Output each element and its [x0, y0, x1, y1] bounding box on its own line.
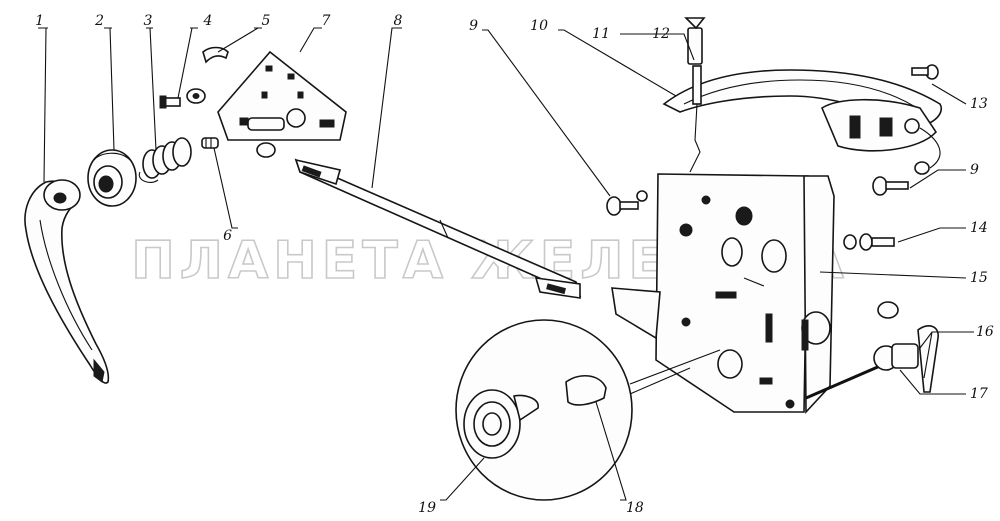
- inner-handle-part: [24, 179, 110, 384]
- callout-11: 11: [592, 26, 610, 42]
- callout-3: 3: [144, 13, 153, 29]
- callout-1: 1: [35, 13, 44, 29]
- screw-right-part: [911, 64, 939, 80]
- callout-7: 7: [322, 13, 331, 29]
- callout-9b: 9: [970, 162, 979, 178]
- callout-4: 4: [203, 13, 213, 29]
- leader-lines: [38, 27, 974, 501]
- rosette-part: [87, 149, 137, 207]
- callout-2: 2: [94, 13, 104, 29]
- callout-9a: 9: [469, 18, 478, 34]
- connecting-rod-part: [294, 158, 582, 299]
- callout-12: 12: [652, 26, 670, 42]
- callout-10: 10: [530, 18, 548, 34]
- spring-part: [138, 137, 192, 183]
- lock-body-part: [611, 173, 835, 415]
- callout-labels: 1 2 3 4 5 6 7 8 9 10 11 12 13 9 14 15 16…: [35, 13, 994, 516]
- mounting-plate-part: [217, 50, 347, 158]
- clip-part: [202, 46, 229, 64]
- bolt-part: [843, 233, 895, 251]
- callout-6: 6: [223, 228, 232, 244]
- callout-14: 14: [970, 220, 988, 236]
- callout-13: 13: [970, 96, 988, 112]
- callout-18: 18: [626, 500, 644, 516]
- lock-cylinder-part: [805, 301, 939, 400]
- callout-19: 19: [418, 500, 436, 516]
- callout-5: 5: [262, 13, 271, 29]
- screw-left-part: [606, 190, 648, 216]
- screw-washer-part: [159, 88, 206, 109]
- callout-17: 17: [970, 386, 988, 402]
- callout-8: 8: [394, 13, 403, 29]
- screw-right-lower-part: [872, 127, 941, 196]
- bushing-part: [201, 137, 219, 149]
- detail-inset: [455, 319, 721, 501]
- callout-16: 16: [976, 324, 994, 340]
- outer-handle-part: [662, 17, 943, 173]
- callout-15: 15: [970, 270, 988, 286]
